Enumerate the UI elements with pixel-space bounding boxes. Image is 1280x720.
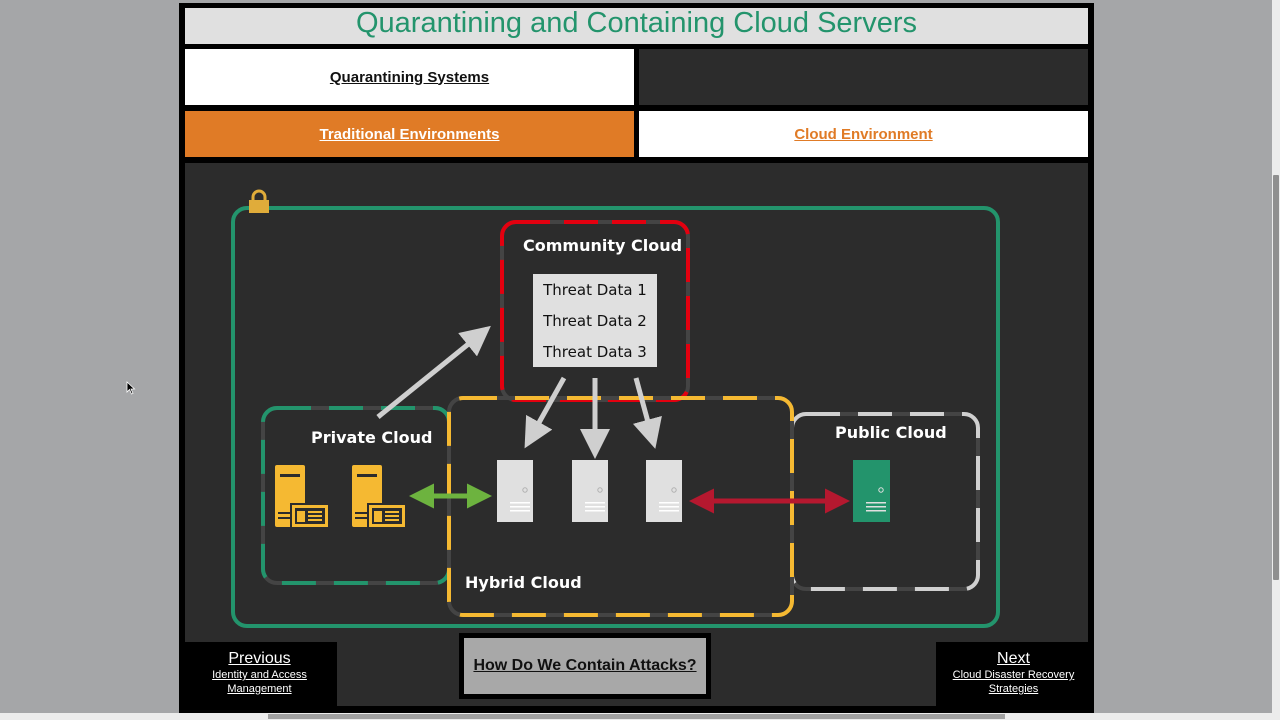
horizontal-scrollbar-thumb[interactable] (268, 714, 1005, 719)
page-title: Quarantining and Containing Cloud Server… (185, 8, 1088, 44)
server-tower-icon (572, 460, 608, 522)
threat-data-item: Threat Data 1 (543, 280, 647, 299)
private-cloud-label: Private Cloud (311, 428, 433, 447)
threat-data-item: Threat Data 2 (543, 311, 647, 330)
contain-attacks-button-frame: How Do We Contain Attacks? (459, 633, 711, 699)
arrow-threat-to-server-1 (524, 376, 567, 449)
diagram-stage (185, 163, 1088, 642)
tab-traditional-environments[interactable]: Traditional Environments (185, 111, 634, 157)
server-with-monitor-icon (275, 465, 330, 529)
server-tower-icon (646, 460, 682, 522)
arrow-private-to-community (376, 325, 491, 419)
previous-button[interactable]: Previous Identity and Access Management (182, 642, 337, 706)
vertical-scrollbar-thumb[interactable] (1273, 175, 1279, 580)
community-cloud-label: Community Cloud (523, 236, 683, 255)
tab-cloud-environment[interactable]: Cloud Environment (639, 111, 1088, 157)
mouse-cursor-icon (126, 381, 136, 395)
threat-data-item: Threat Data 3 (543, 342, 647, 361)
hybrid-cloud-label: Hybrid Cloud (465, 573, 582, 592)
previous-label: Previous (228, 650, 291, 667)
server-tower-icon (853, 460, 890, 522)
contain-attacks-button[interactable]: How Do We Contain Attacks? (464, 638, 706, 694)
lock-icon (249, 189, 269, 213)
next-button[interactable]: Next Cloud Disaster Recovery Strategies (936, 642, 1091, 706)
outer-boundary (231, 206, 1000, 628)
public-cloud-label: Public Cloud (835, 423, 947, 442)
server-tower-icon (497, 460, 533, 522)
empty-tile (639, 49, 1088, 105)
next-topic: Cloud Disaster Recovery Strategies (952, 669, 1075, 695)
horizontal-scrollbar[interactable] (0, 713, 1280, 720)
arrow-threat-to-server-3 (632, 377, 662, 449)
tab-quarantining-systems[interactable]: Quarantining Systems (185, 49, 634, 105)
previous-topic: Identity and Access Management (212, 669, 307, 695)
threat-data-list: Threat Data 1 Threat Data 2 Threat Data … (533, 274, 657, 367)
next-label: Next (997, 650, 1030, 667)
server-with-monitor-icon (352, 465, 407, 529)
vertical-scrollbar[interactable] (1272, 0, 1280, 713)
